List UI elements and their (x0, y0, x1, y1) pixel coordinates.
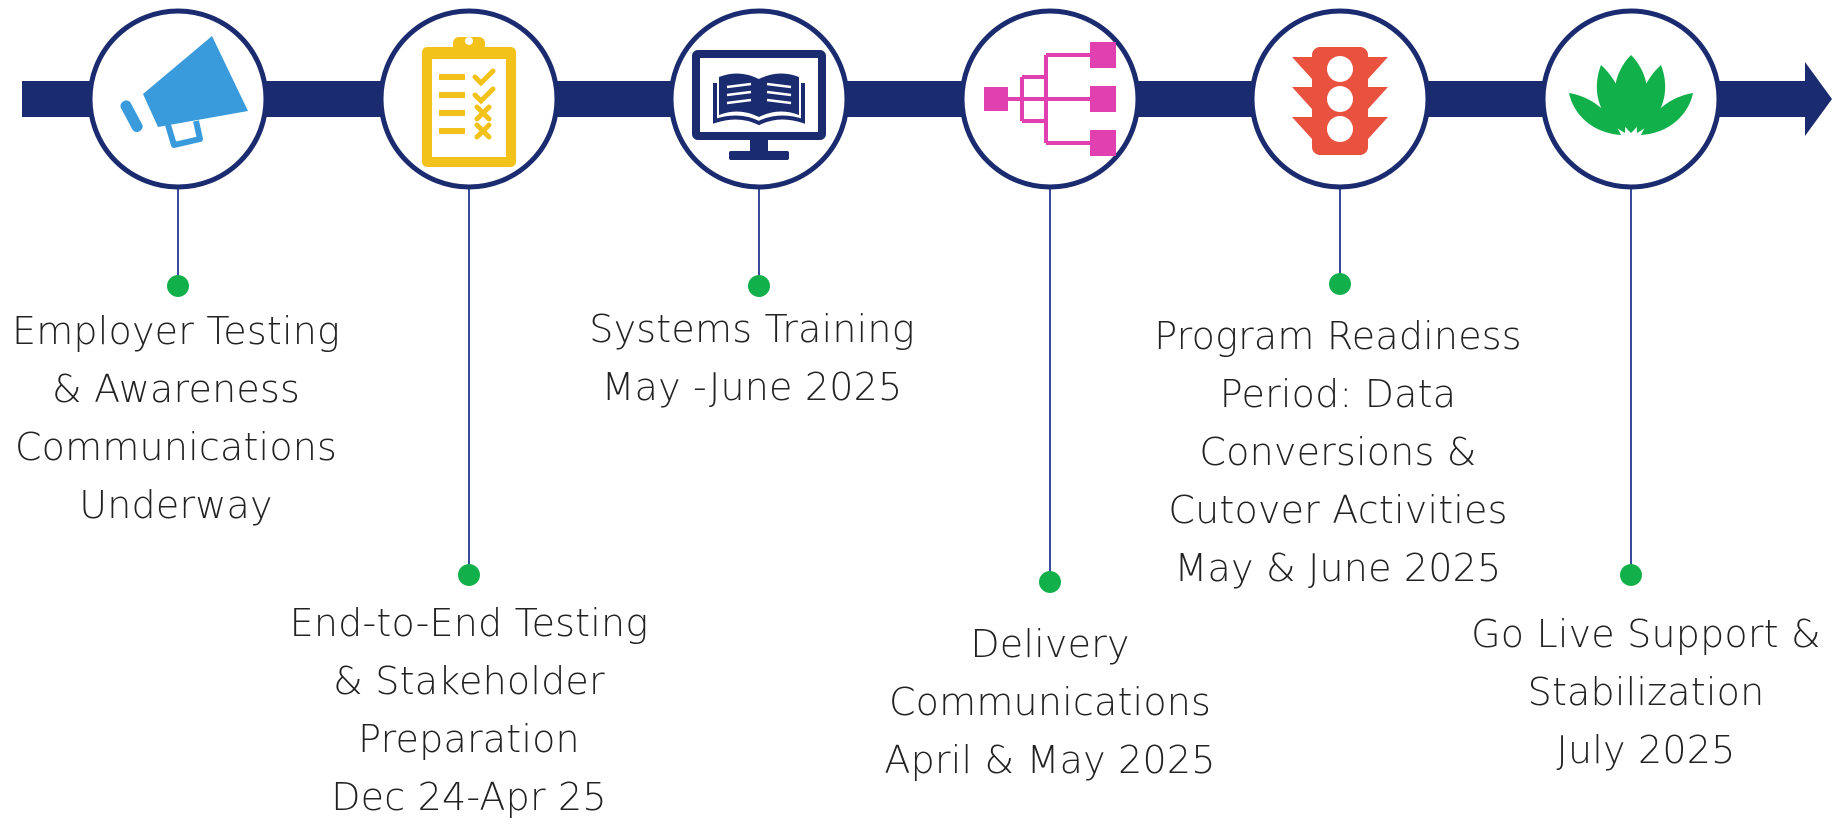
label-line: April & May 2025 (884, 738, 1216, 782)
label-line: July 2025 (1556, 728, 1736, 772)
label-line: Period: Data (1219, 372, 1457, 416)
milestone-dot (748, 275, 770, 297)
clipboard-paper (432, 59, 506, 157)
traffic-light-visor (1292, 57, 1312, 79)
checklist-cross (474, 122, 492, 140)
traffic-light-lamp (1327, 86, 1353, 112)
hierarchy-icon (984, 42, 1116, 156)
label-line: Go Live Support & (1471, 612, 1821, 656)
milestone-dot (1620, 564, 1642, 586)
timeline-arrow-head (1805, 62, 1832, 136)
traffic-light-lamp (1327, 116, 1353, 142)
megaphone-mouthpiece (120, 100, 143, 133)
traffic-light-visor (1368, 57, 1388, 79)
monitor-book-icon (692, 50, 826, 160)
lotus-inner-petal (1596, 65, 1626, 133)
book-right-page (759, 73, 799, 118)
timeline-bar-layer (22, 62, 1832, 136)
label-line: Stabilization (1527, 670, 1765, 714)
megaphone-handle (165, 120, 203, 148)
traffic-light-lamp (1327, 56, 1353, 82)
label-line: Underway (79, 483, 273, 527)
label-line: Dec 24-Apr 25 (331, 775, 607, 819)
milestone-label-go-live-support: Go Live Support & Stabilization July 202… (1461, 605, 1831, 779)
hierarchy-child-node (1090, 42, 1116, 68)
milestone-dot (1039, 571, 1061, 593)
label-line: Systems Training (589, 307, 915, 351)
traffic-light-visor (1292, 87, 1312, 109)
connector-layer (167, 187, 1642, 593)
label-line: Preparation (358, 717, 580, 761)
lotus-inner-petal (1636, 65, 1666, 133)
checklist-check (472, 68, 496, 87)
book-text-line (766, 90, 792, 97)
traffic-light-icon (1292, 47, 1388, 155)
milestone-dot (167, 275, 189, 297)
book-cover (713, 83, 805, 126)
label-line: Communications (14, 425, 338, 469)
milestone-circle-layer (87, 8, 1722, 190)
megaphone-icon (120, 36, 248, 148)
checklist-line (439, 92, 465, 98)
book-text-line (726, 82, 752, 89)
milestone-label-systems-training: Systems Training May -June 2025 (562, 300, 942, 416)
book-text-line (766, 82, 792, 89)
lotus-outer-petal (1641, 93, 1693, 135)
clipboard-clip-hole (465, 37, 473, 45)
clipboard-checklist-icon (422, 37, 516, 167)
label-line: May & June 2025 (1174, 546, 1502, 590)
milestone-label-end-to-end-testing: End-to-End Testing & Stakeholder Prepara… (269, 594, 669, 826)
hierarchy-child-node (1090, 86, 1116, 112)
hierarchy-root-node (984, 87, 1008, 111)
book-text-line (726, 90, 752, 97)
book-text-line (766, 98, 792, 105)
milestone-dot (458, 564, 480, 586)
milestone-label-employer-testing: Employer Testing & Awareness Communicati… (0, 302, 356, 534)
checklist-line (439, 110, 465, 116)
label-line: & Stakeholder (333, 659, 605, 703)
label-line: Communications (888, 680, 1212, 724)
timeline-bar (22, 81, 1807, 117)
label-line: Conversions & (1199, 430, 1477, 474)
traffic-light-visor (1368, 117, 1388, 139)
milestone-label-delivery-communications: Delivery Communications April & May 2025 (860, 615, 1240, 789)
checklist-cross (474, 104, 492, 122)
megaphone-horn (143, 36, 248, 127)
checklist-line (439, 74, 465, 80)
lotus-icon (1569, 55, 1693, 135)
monitor-neck (750, 140, 768, 152)
label-line: Employer Testing (12, 309, 340, 353)
checklist-line (439, 128, 465, 134)
label-line: Cutover Activities (1168, 488, 1508, 532)
label-line: End-to-End Testing (289, 601, 649, 645)
label-line: Program Readiness (1154, 314, 1522, 358)
checklist-check (472, 86, 496, 105)
label-line: Delivery (970, 622, 1130, 666)
label-line: May -June 2025 (601, 365, 903, 409)
label-line: & Awareness (52, 367, 300, 411)
book-text-line (726, 98, 752, 105)
milestone-dot (1329, 273, 1351, 295)
milestone-label-program-readiness: Program Readiness Period: Data Conversio… (1138, 307, 1538, 597)
clipboard-clip (453, 37, 485, 55)
lotus-outer-petal (1569, 93, 1621, 135)
monitor-stand (729, 151, 789, 160)
traffic-light-visor (1368, 87, 1388, 109)
hierarchy-child-node (1090, 130, 1116, 156)
traffic-light-visor (1292, 117, 1312, 139)
book-left-page (719, 73, 759, 118)
